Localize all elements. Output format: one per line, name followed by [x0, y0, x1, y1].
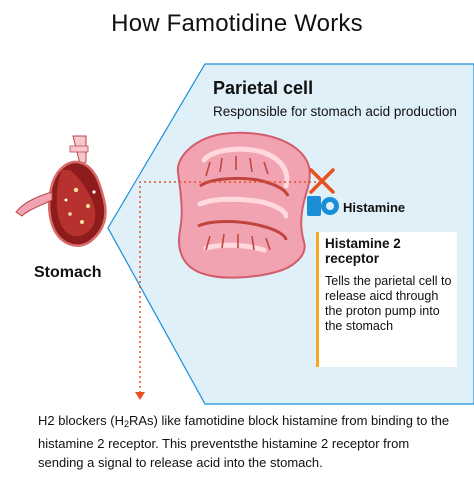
receptor-title-line2: receptor — [325, 251, 380, 266]
receptor-description: Tells the parietal cell to release aicd … — [325, 274, 452, 333]
blocked-x-icon — [309, 168, 335, 194]
caption-part2: RAs) like famotidine block histamine fro… — [38, 413, 450, 470]
histamine-label: Histamine — [343, 200, 406, 215]
caption-subscript: 2 — [123, 419, 129, 429]
signal-arrowhead — [135, 392, 145, 400]
parietal-cell-illustration — [176, 131, 311, 279]
stomach-illustration — [15, 135, 107, 247]
stomach-label: Stomach — [34, 264, 102, 281]
receptor-title-line1: Histamine 2 — [325, 236, 401, 251]
parietal-cell-title: Parietal cell — [213, 78, 314, 98]
receptor-icon — [307, 196, 321, 216]
parietal-cell-description: Responsible for stomach acid production — [213, 104, 457, 119]
signal-path-dotted — [139, 181, 321, 394]
explanation-caption: H2 blockers (H2RAs) like famotidine bloc… — [38, 411, 458, 472]
page-title: How Famotidine Works — [111, 10, 363, 37]
receptor-title: Histamine 2 receptor — [325, 236, 453, 266]
caption-part1: H2 blockers (H — [38, 413, 124, 428]
receptor-info-box: Histamine 2 receptor Tells the parietal … — [316, 232, 457, 367]
